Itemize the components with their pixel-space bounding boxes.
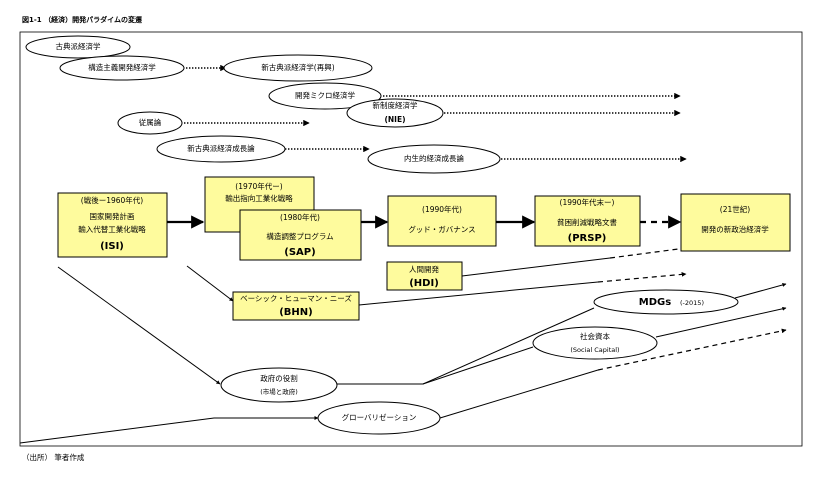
svg-text:(-2015): (-2015) bbox=[680, 299, 704, 307]
svg-text:(SAP): (SAP) bbox=[284, 247, 315, 258]
ellipse-social-capital: 社会資本 (Social Capital) bbox=[532, 326, 658, 360]
box-hdi: 人間開発 (HDI) bbox=[386, 261, 463, 291]
arrow-isi-bhn bbox=[186, 265, 234, 302]
arrow-globalization-in bbox=[19, 416, 319, 444]
ellipse-classical: 古典派経済学 bbox=[25, 35, 131, 59]
svg-text:構造調整プログラム: 構造調整プログラム bbox=[266, 231, 333, 241]
svg-text:従属論: 従属論 bbox=[139, 117, 162, 127]
ellipse-endogenous-growth: 内生的経済成長論 bbox=[367, 144, 501, 174]
figure-frame bbox=[19, 31, 803, 447]
svg-text:(HDI): (HDI) bbox=[409, 278, 439, 289]
svg-text:ベーシック・ヒューマン・ニーズ: ベーシック・ヒューマン・ニーズ bbox=[240, 293, 352, 303]
svg-text:新古典派経済成長論: 新古典派経済成長論 bbox=[187, 143, 255, 153]
svg-text:(戦後ー1960年代): (戦後ー1960年代) bbox=[81, 195, 144, 205]
arrow-socialcap-out bbox=[655, 306, 787, 338]
svg-text:輸出指向工業化戦略: 輸出指向工業化戦略 bbox=[225, 193, 293, 203]
svg-text:(1990年代): (1990年代) bbox=[422, 204, 462, 214]
arrow-hdi-dashed bbox=[609, 246, 687, 259]
svg-text:貧困削減戦略文書: 貧困削減戦略文書 bbox=[557, 217, 617, 227]
svg-text:(BHN): (BHN) bbox=[279, 307, 313, 318]
svg-text:古典派経済学: 古典派経済学 bbox=[56, 41, 101, 51]
line-hdi bbox=[461, 257, 611, 277]
line-to-mdgs bbox=[422, 307, 595, 385]
ellipse-gov-role: 政府の役割 (市場と政府) bbox=[220, 367, 338, 403]
ellipse-mdgs: MDGs (-2015) bbox=[593, 289, 739, 315]
svg-text:新制度経済学: 新制度経済学 bbox=[373, 100, 418, 110]
source-note: （出所） 筆者作成 bbox=[22, 453, 85, 462]
svg-text:開発の新政治経済学: 開発の新政治経済学 bbox=[701, 224, 769, 234]
svg-text:(21世紀): (21世紀) bbox=[720, 204, 750, 214]
box-1980s-sap: (1980年代) 構造調整プログラム (SAP) bbox=[239, 209, 362, 261]
svg-text:(PRSP): (PRSP) bbox=[568, 233, 607, 244]
ellipse-dev-micro: 開発ミクロ経済学 bbox=[268, 82, 382, 110]
svg-text:内生的経済成長論: 内生的経済成長論 bbox=[404, 153, 464, 163]
figure-title: 図1-1 （経済）開発パラダイムの変遷 bbox=[22, 16, 142, 24]
svg-text:グッド・ガバナンス: グッド・ガバナンス bbox=[408, 224, 475, 234]
svg-text:構造主義開発経済学: 構造主義開発経済学 bbox=[88, 62, 156, 72]
svg-text:(市場と政府): (市場と政府) bbox=[260, 387, 298, 396]
line-bhn bbox=[358, 281, 599, 306]
svg-text:(NIE): (NIE) bbox=[384, 115, 405, 124]
arrow-bhn-dashed bbox=[597, 272, 687, 283]
svg-text:グローバリゼーション: グローバリゼーション bbox=[342, 412, 417, 422]
svg-text:輸入代替工業化戦略: 輸入代替工業化戦略 bbox=[78, 224, 146, 234]
svg-text:政府の役割: 政府の役割 bbox=[260, 373, 298, 383]
ellipse-globalization: グローバリゼーション bbox=[317, 401, 441, 435]
box-postwar-isi: (戦後ー1960年代) 国家開発計画 輸入代替工業化戦略 (ISI) bbox=[57, 192, 168, 258]
svg-text:社会資本: 社会資本 bbox=[580, 331, 610, 341]
ellipse-structuralist: 構造主義開発経済学 bbox=[59, 55, 185, 81]
ellipse-new-institutional: 新制度経済学 (NIE) bbox=[346, 98, 444, 128]
svg-text:新古典派経済学(再興): 新古典派経済学(再興) bbox=[261, 62, 334, 72]
svg-text:MDGs: MDGs bbox=[639, 297, 671, 308]
arrow-isi-govrole bbox=[57, 266, 221, 385]
svg-text:(Social Capital): (Social Capital) bbox=[570, 346, 619, 354]
box-late1990s-prsp: (1990年代末ー) 貧困削減戦略文書 (PRSP) bbox=[534, 195, 641, 247]
svg-text:(ISI): (ISI) bbox=[100, 241, 124, 252]
svg-text:国家開発計画: 国家開発計画 bbox=[90, 211, 135, 221]
ellipse-neoclassical-revival: 新古典派経済学(再興) bbox=[223, 54, 373, 82]
line-globalization bbox=[439, 369, 599, 419]
connector-arrows bbox=[19, 64, 787, 444]
ellipse-dependency: 従属論 bbox=[117, 111, 183, 135]
svg-text:人間開発: 人間開発 bbox=[409, 265, 439, 274]
svg-text:(1990年代末ー): (1990年代末ー) bbox=[560, 197, 615, 207]
box-1990s-governance: (1990年代) グッド・ガバナンス bbox=[387, 195, 497, 247]
svg-text:(1980年代): (1980年代) bbox=[280, 212, 320, 222]
svg-text:開発ミクロ経済学: 開発ミクロ経済学 bbox=[295, 90, 355, 100]
arrow-mdgs-out bbox=[734, 283, 787, 299]
box-21st-century: (21世紀) 開発の新政治経済学 bbox=[680, 193, 791, 252]
box-bhn: ベーシック・ヒューマン・ニーズ (BHN) bbox=[232, 291, 360, 321]
svg-text:(1970年代ー): (1970年代ー) bbox=[235, 181, 283, 191]
ellipse-neoclassical-growth: 新古典派経済成長論 bbox=[156, 135, 286, 163]
